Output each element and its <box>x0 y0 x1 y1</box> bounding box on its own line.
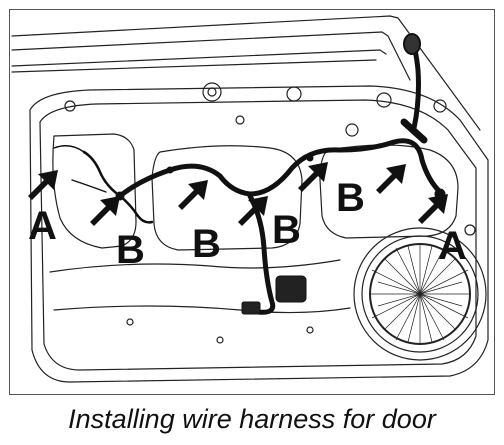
callout-b-3: B <box>272 208 301 252</box>
boss-3 <box>376 92 392 108</box>
arrow-b-3 <box>238 196 268 226</box>
arrow-b-4 <box>298 162 328 192</box>
arrow-b-5 <box>376 164 406 194</box>
callout-b-2: B <box>192 222 221 266</box>
boss-10 <box>216 336 224 344</box>
figure-caption: Installing wire harness for door <box>68 404 436 434</box>
boss-1 <box>202 82 222 102</box>
window-frame-outer <box>11 15 481 131</box>
lower-contour-2 <box>53 305 351 314</box>
window-rail <box>11 49 387 67</box>
connector-block <box>275 275 307 303</box>
cutout-left <box>52 133 137 249</box>
door-harness-illustration: A B B B B A <box>9 9 495 395</box>
grommet <box>400 118 428 144</box>
boss-5 <box>64 100 76 112</box>
arrow-a-left <box>28 170 58 200</box>
arrow-a-right <box>418 194 448 224</box>
boss-2 <box>286 86 302 102</box>
callout-b-1: B <box>116 228 145 272</box>
door-panel-outline <box>29 85 489 383</box>
lower-contour <box>49 259 341 273</box>
clip-2 <box>306 154 314 162</box>
arrow-b-2 <box>178 180 208 210</box>
wire-harness <box>53 33 446 315</box>
boss-1-inner <box>207 87 217 97</box>
callout-a-right: A <box>438 224 467 268</box>
connector-plug <box>241 301 261 315</box>
harness-drop <box>247 193 276 315</box>
door-line-art <box>11 15 489 383</box>
window-frame-inner <box>11 31 411 81</box>
boss-11 <box>306 326 314 334</box>
harness-branch-left <box>82 150 154 224</box>
speaker <box>353 227 487 361</box>
grommet-top <box>403 33 421 55</box>
clip-1 <box>166 166 174 174</box>
boss-8 <box>464 224 476 236</box>
harness-wire-thin <box>53 145 107 193</box>
callout-b-4: B <box>336 176 365 220</box>
boss-6 <box>345 123 359 137</box>
boss-9 <box>126 318 134 326</box>
boss-7 <box>235 115 245 125</box>
harness-main <box>117 138 443 199</box>
door-panel-inner <box>39 99 477 371</box>
arrow-b-1 <box>90 196 120 226</box>
cutout-right <box>319 144 459 239</box>
boss-4 <box>433 99 447 113</box>
callout-a-left: A <box>28 204 57 248</box>
window-rail-lower <box>11 59 377 73</box>
